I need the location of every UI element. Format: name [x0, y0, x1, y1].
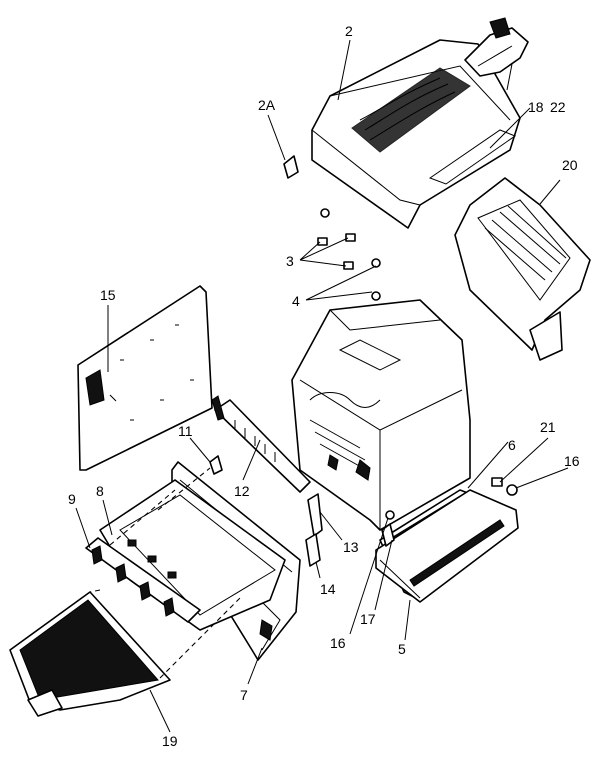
side-panel-part-15[interactable] [77, 285, 213, 471]
callout-16-right: 16 [564, 453, 580, 469]
screw-part-16-right[interactable] [506, 484, 518, 496]
callout-19: 19 [162, 733, 178, 749]
screw-part-16-left[interactable] [385, 510, 395, 520]
callout-15: 15 [100, 287, 116, 303]
callout-2: 2 [345, 23, 353, 39]
callout-3: 3 [286, 253, 294, 269]
bracket-part-18[interactable] [464, 17, 529, 77]
top-cover-part-2[interactable] [311, 39, 521, 229]
callout-21: 21 [540, 419, 556, 435]
callout-12: 12 [234, 483, 250, 499]
lower-base-part-5[interactable] [375, 489, 519, 603]
link-part-13[interactable] [307, 493, 323, 537]
clip-part-11[interactable] [209, 455, 223, 475]
callout-22: 22 [550, 99, 566, 115]
leader-lines [75, 39, 569, 733]
shaft-part-12[interactable] [211, 395, 311, 493]
callout-13: 13 [343, 539, 359, 555]
panel-part-9[interactable] [85, 537, 201, 623]
screws-part-3[interactable] [317, 208, 356, 246]
callout-4: 4 [292, 293, 300, 309]
callout-2a: 2A [258, 97, 276, 113]
callout-16-left: 16 [330, 635, 346, 651]
fastener-part-21[interactable] [491, 477, 503, 487]
callout-8: 8 [96, 483, 104, 499]
part-17[interactable] [381, 523, 395, 547]
assembly-lines [89, 467, 241, 679]
paper-cassette-part-19[interactable] [9, 591, 171, 717]
callout-5: 5 [398, 641, 406, 657]
callout-9: 9 [68, 491, 76, 507]
callout-labels: 2 2A 18 22 20 3 4 15 11 12 13 14 9 8 19 … [68, 23, 580, 749]
tray-cover-part-20[interactable] [454, 177, 591, 361]
callout-17: 17 [360, 611, 376, 627]
callout-20: 20 [562, 157, 578, 173]
link-part-14[interactable] [305, 533, 321, 567]
callout-14: 14 [320, 581, 336, 597]
callout-18: 18 [528, 99, 544, 115]
printer-chassis[interactable] [291, 299, 471, 531]
callout-7: 7 [240, 687, 248, 703]
callout-11: 11 [178, 423, 193, 439]
screws-part-4[interactable] [343, 258, 381, 301]
callout-6: 6 [508, 437, 516, 453]
knob-part-2a[interactable] [283, 155, 299, 179]
